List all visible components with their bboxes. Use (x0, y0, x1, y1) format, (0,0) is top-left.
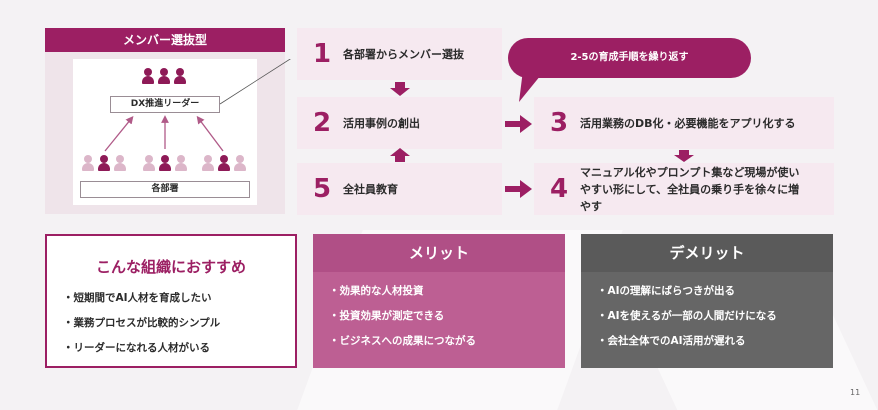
demerit-list: ・AIの理解にばらつきが出る ・AIを使えるが一部の人間だけになる ・会社全体で… (597, 284, 833, 348)
step-number: 5 (312, 174, 332, 204)
list-item: ・会社全体でのAI活用が遅れる (597, 335, 746, 347)
list-item: ・リーダーになれる人材がいる (63, 342, 210, 354)
step-3: 3 活用業務のDB化・必要機能をアプリ化する (534, 97, 834, 149)
flow-arrows (390, 82, 694, 198)
member-person-icon (175, 155, 187, 171)
right-arrow-icon (505, 180, 532, 198)
diagram-title: メンバー選抜型 (45, 28, 285, 52)
step-4: 4 マニュアル化やプロンプト集など現場が使いやすい形にして、全社員の乗り手を徐々… (534, 163, 834, 215)
member-person-icon (159, 155, 171, 171)
departments-label: 各部署 (80, 181, 250, 198)
page-number: 11 (850, 388, 861, 397)
callout-line (219, 59, 291, 105)
step-text: 活用業務のDB化・必要機能をアプリ化する (580, 116, 796, 130)
recommend-card: こんな組織におすすめ ・短期間でAI人材を育成したい ・業務プロセスが比較的シン… (45, 234, 297, 368)
step-number: 4 (549, 174, 569, 204)
step-number: 2 (312, 108, 332, 138)
right-arrow-icon (505, 115, 532, 133)
member-person-icon (218, 155, 230, 171)
list-item: ・ビジネスへの成果につながる (329, 335, 476, 347)
up-left-arrow (104, 115, 134, 152)
step-text: 全社員教育 (343, 182, 398, 196)
demerit-title: デメリット (581, 234, 833, 272)
step-1: 1 各部署からメンバー選抜 (297, 28, 502, 80)
step-number: 3 (549, 108, 569, 138)
step-text: 各部署からメンバー選抜 (343, 47, 464, 61)
member-person-icon (82, 155, 94, 171)
merit-card: メリット ・効果的な人材投資 ・投資効果が測定できる ・ビジネスへの成果につなが… (313, 234, 565, 368)
recommend-list: ・短期間でAI人材を育成したい ・業務プロセスが比較的シンプル ・リーダーになれ… (63, 291, 295, 355)
step-2: 2 活用事例の創出 (297, 97, 502, 149)
list-item: ・AIの理解にばらつきが出る (597, 285, 736, 297)
down-arrow-icon (674, 150, 694, 162)
list-item: ・短期間でAI人材を育成したい (63, 292, 212, 304)
diagram-arrows (104, 59, 291, 152)
list-item: ・業務プロセスが比較的シンプル (63, 317, 221, 329)
list-item: ・AIを使えるが一部の人間だけになる (597, 310, 777, 322)
merit-title: メリット (313, 234, 565, 272)
step-number: 1 (312, 39, 332, 69)
member-person-icon (234, 155, 246, 171)
member-person-icon (202, 155, 214, 171)
member-person-icon (114, 155, 126, 171)
leader-person-icon (158, 68, 170, 84)
member-person-icon (143, 155, 155, 171)
up-arrow-icon (390, 148, 410, 162)
dx-leader-label: DX推進リーダー (110, 96, 220, 113)
leader-person-icon (142, 68, 154, 84)
list-item: ・投資効果が測定できる (329, 310, 445, 322)
demerit-card: デメリット ・AIの理解にばらつきが出る ・AIを使えるが一部の人間だけになる … (581, 234, 833, 368)
down-arrow-icon (390, 82, 410, 96)
step-text: マニュアル化やプロンプト集など現場が使いやすい形にして、全社員の乗り手を徐々に増… (580, 165, 800, 213)
merit-list: ・効果的な人材投資 ・投資効果が測定できる ・ビジネスへの成果につながる (329, 284, 565, 348)
up-right-arrow (196, 115, 224, 152)
loop-callout: 2-5の育成手順を繰り返す (508, 38, 751, 78)
list-item: ・効果的な人材投資 (329, 285, 424, 297)
step-text: 活用事例の創出 (343, 116, 420, 130)
member-person-icon (98, 155, 110, 171)
recommend-title: こんな組織におすすめ (95, 258, 246, 276)
step-5: 5 全社員教育 (297, 163, 502, 215)
leader-person-icon (174, 68, 186, 84)
callout-tail (519, 70, 545, 102)
